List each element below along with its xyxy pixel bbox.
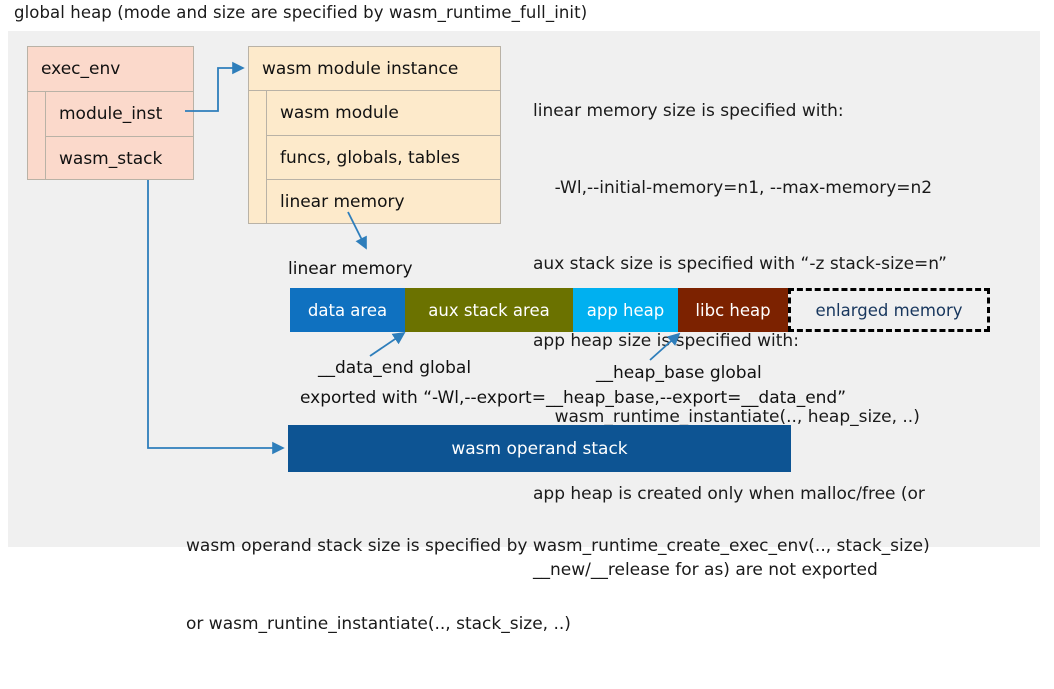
annotation-heap-base: __heap_base global — [596, 363, 762, 383]
memory-segment-label: data area — [307, 300, 388, 320]
module-instance-header: wasm module instance — [249, 47, 500, 91]
page-title: global heap (mode and size are specified… — [14, 3, 588, 22]
memory-config-notes: linear memory size is specified with: -W… — [533, 48, 1038, 635]
wasm-operand-stack-label: wasm operand stack — [451, 438, 628, 459]
annotation-export-line: exported with “-Wl,--export=__heap_base,… — [300, 388, 847, 408]
memory-segment-label: enlarged memory — [815, 300, 963, 320]
note-line: wasm operand stack size is specified by … — [186, 536, 930, 556]
operand-stack-notes: wasm operand stack size is specified by … — [186, 481, 930, 689]
module-instance-gutter — [249, 179, 267, 223]
exec-env-gutter — [28, 92, 46, 136]
exec-env-row-module-inst: module_inst — [28, 92, 193, 136]
module-instance-row-wasm-module: wasm module — [249, 91, 500, 135]
module-instance-row-linear-memory: linear memory — [249, 179, 500, 223]
exec-env-box: exec_env module_inst wasm_stack — [27, 46, 194, 180]
diagram-canvas: global heap (mode and size are specified… — [8, 3, 1040, 634]
note-line: app heap size is specified with: — [533, 330, 799, 351]
module-instance-field-linear-memory: linear memory — [267, 179, 500, 223]
note-line: app heap is created only when malloc/fre… — [533, 483, 925, 504]
module-instance-row-funcs-globals-tables: funcs, globals, tables — [249, 135, 500, 179]
note-line: wasm_runtime_instantiate(.., heap_size, … — [533, 407, 920, 427]
note-line: or wasm_runtine_instantiate(.., stack_si… — [186, 614, 571, 634]
module-instance-field-funcs-globals-tables: funcs, globals, tables — [267, 135, 500, 179]
wasm-module-instance-box: wasm module instance wasm module funcs, … — [248, 46, 501, 224]
linear-memory-caption: linear memory — [288, 259, 413, 279]
wasm-operand-stack-box: wasm operand stack — [288, 425, 791, 472]
linear-memory-bar: data area aux stack area app heap libc h… — [290, 288, 990, 332]
module-instance-gutter — [249, 91, 267, 135]
memory-segment-enlarged-memory: enlarged memory — [788, 288, 990, 332]
exec-env-header: exec_env — [28, 47, 193, 92]
note-line: linear memory size is specified with: — [533, 101, 844, 121]
exec-env-field-wasm-stack: wasm_stack — [46, 136, 193, 180]
memory-segment-app-heap: app heap — [573, 288, 678, 332]
note-line: aux stack size is specified with “-z sta… — [533, 254, 947, 274]
memory-segment-label: app heap — [586, 300, 665, 320]
module-instance-gutter — [249, 135, 267, 179]
memory-segment-aux-stack-area: aux stack area — [405, 288, 573, 332]
annotation-data-end: __data_end global — [318, 358, 472, 378]
note-line: -Wl,--initial-memory=n1, --max-memory=n2 — [533, 177, 933, 198]
memory-segment-data-area: data area — [290, 288, 405, 332]
memory-segment-label: aux stack area — [428, 300, 550, 320]
exec-env-gutter — [28, 136, 46, 180]
memory-segment-label: libc heap — [695, 300, 771, 320]
exec-env-row-wasm-stack: wasm_stack — [28, 136, 193, 180]
exec-env-field-module-inst: module_inst — [59, 104, 163, 124]
memory-segment-libc-heap: libc heap — [678, 288, 788, 332]
module-instance-field-wasm-module: wasm module — [280, 103, 399, 123]
